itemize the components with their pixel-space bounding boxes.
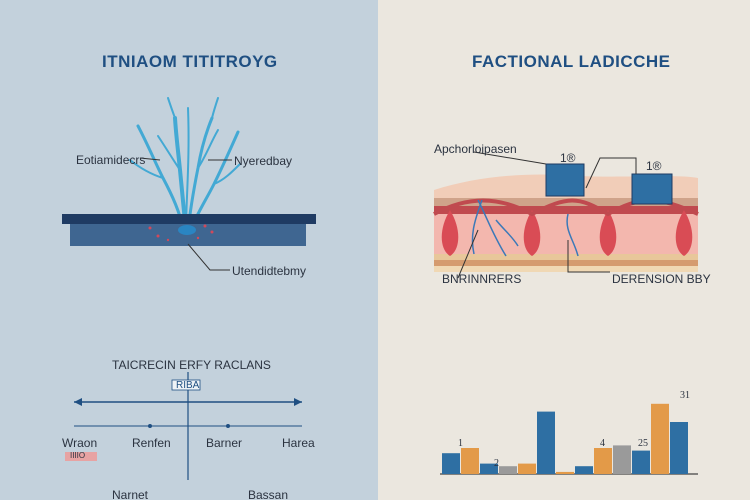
right-title: FACTIONAL LADICCHE [472,52,671,71]
data-label-25: 25 [638,438,648,449]
bar-7-series-0 [575,466,593,474]
data-label-31: 31 [680,390,690,401]
tissue-label-bottom-left: BNRINNRERS [442,272,522,286]
tissue-label-bottom-right: DERENSION BBY [612,272,711,286]
tissue-label-top: Apchorloipasen [434,142,517,156]
data-label-4: 4 [600,438,605,449]
left-panel: ITNIAOM TITITROYG [0,0,378,502]
follicles [441,210,693,256]
right-panel: FACTIONAL LADICCHE [378,0,750,500]
bar-1-series-1 [461,448,479,474]
bar-11-series-1 [651,403,669,474]
left-title: ITNIAOM TITITROYG [102,52,278,71]
dermis-layer [434,214,698,254]
box-label-1: 1® [560,151,576,165]
plant-diagram [62,97,316,480]
tissue-diagram [433,151,699,279]
scale-tick-2: Barner [206,436,243,450]
box-label-2: 1® [646,159,662,173]
bar-6-series-1 [556,471,574,474]
bar-5-series-0 [537,411,555,474]
chart-data-labels: 1 2 4 25 31 [458,390,690,469]
box-1 [545,163,585,197]
data-label-1: 1 [458,438,463,449]
scale-tick-0: Wraon [62,436,98,450]
small-tag-box [65,452,97,461]
scale-tick-3: Harea [282,436,315,450]
scale-bottom-right: Bassan [248,488,289,502]
bar-0-series-0 [442,453,460,474]
plant-branches [129,97,241,234]
scale-small-tag: IIIIO [70,451,86,460]
bar-9-series-2 [613,445,631,474]
plant-label-left: Eotiamidecrs [76,153,146,167]
scale-tick-1: Renfen [132,436,171,450]
bar-2-series-0 [480,463,498,474]
platform-top [62,214,316,224]
red-particles [148,224,214,242]
bar-4-series-1 [518,463,536,474]
box-2 [631,173,673,205]
vessels [471,199,579,257]
chart-bars [442,403,688,474]
bar-3-series-2 [499,466,517,474]
plant-stem-base [178,225,196,235]
plant-label-right: Nyeredbay [234,154,293,168]
bar-12-series-0 [670,422,688,474]
scale-center-tag: RIBA [176,380,200,391]
bar-8-series-1 [594,448,612,474]
bar-10-series-0 [632,450,650,474]
scale-bottom-left: Narnet [112,488,149,502]
data-label-2: 2 [494,458,499,469]
scale-title: TAICRECIN ERFY RACLANS [112,358,271,372]
center-tag-box [171,379,201,391]
plant-label-bottom: Utendidtebmy [232,264,307,278]
bar-chart: 1 2 4 25 31 [440,390,698,475]
platform-body [70,224,306,246]
